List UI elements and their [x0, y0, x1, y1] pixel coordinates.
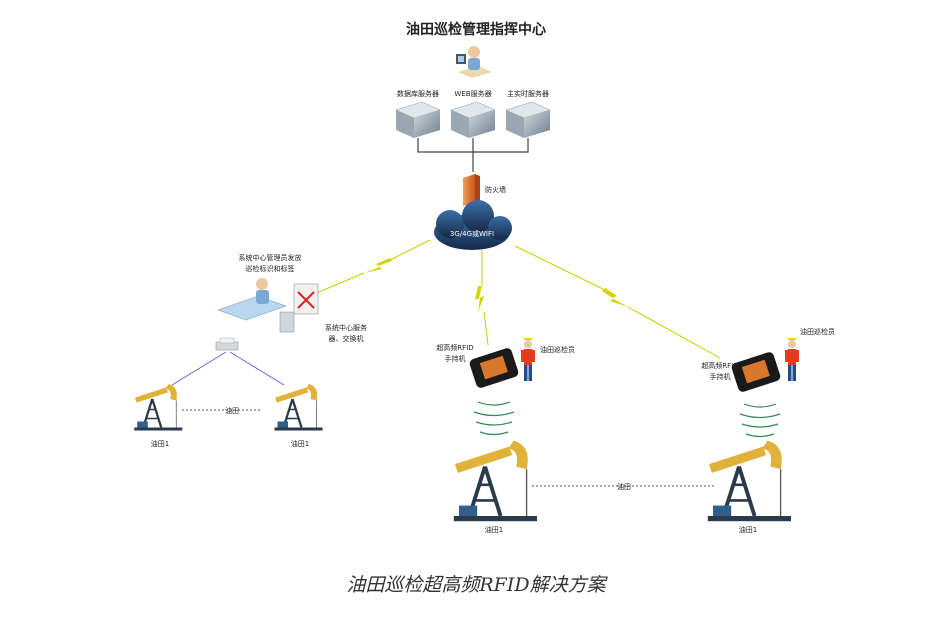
- handheld-right-icon: [730, 350, 782, 394]
- firewall-label: 防火墙: [485, 185, 506, 194]
- command-center-operator-icon: [456, 46, 492, 78]
- firewall-icon: [463, 174, 480, 206]
- network-cloud-icon: [434, 200, 512, 250]
- figure-caption: 油田巡检超高频RFID解决方案: [346, 574, 606, 596]
- cloud-label: 3G/4G或WIFI: [450, 229, 494, 238]
- handheld-left-label-line2: 手持机: [445, 354, 466, 363]
- inspector-right-label: 油田巡检员: [800, 327, 835, 336]
- big-oilfield-right-label: 油田1: [739, 525, 757, 534]
- link-to-oilfield-right: [229, 351, 285, 386]
- handheld-left-icon: [468, 346, 520, 390]
- diagram-title: 油田巡检管理指挥中心: [406, 21, 546, 38]
- inspector-right-icon: [785, 338, 799, 381]
- wireless-link-middle: [475, 250, 489, 346]
- small-oilfield-left-label: 油田1: [151, 439, 169, 448]
- realtime-server-icon: [505, 101, 551, 139]
- inspector-left-label: 油田巡检员: [540, 345, 575, 354]
- signal-waves-right-icon: [739, 403, 781, 438]
- big-oilfield-left-label: 油田1: [485, 525, 503, 534]
- wireless-link-right: [514, 245, 721, 359]
- server-label-web: WEB服务器: [454, 89, 491, 98]
- link-to-oilfield-left: [171, 351, 227, 386]
- web-server-icon: [450, 101, 496, 139]
- wireless-link-left: [299, 239, 431, 301]
- big-oilfield-mid-label: 油田: [617, 482, 631, 491]
- small-oilfield-right-label: 油田1: [291, 439, 309, 448]
- small-pumpjack-left-icon: [133, 382, 184, 432]
- server-label-database: 数据库服务器: [397, 89, 439, 98]
- small-oilfield-mid-label: 油田: [225, 406, 239, 415]
- signal-waves-left-icon: [473, 401, 515, 436]
- admin-label-line1: 系统中心管理员发放: [239, 253, 302, 262]
- inspector-left-icon: [521, 338, 535, 381]
- admin-workstation-icon: [217, 278, 287, 321]
- handheld-left-label-line1: 超高频RFID: [436, 343, 473, 352]
- handheld-right-label-line1: 超高频RFID: [701, 361, 738, 370]
- server-connection-lines: [417, 138, 529, 172]
- admin-label-line2: 巡检标识和标签: [246, 264, 295, 273]
- small-pumpjack-right-icon: [273, 382, 324, 432]
- center-server-label-line2: 器、交换机: [329, 334, 364, 343]
- server-label-realtime: 主实时服务器: [507, 89, 549, 98]
- handheld-right-label-line2: 手持机: [710, 372, 731, 381]
- center-server-label-line1: 系统中心服务: [325, 323, 367, 332]
- big-pumpjack-left-icon: [451, 438, 539, 524]
- database-server-icon: [395, 101, 441, 139]
- big-pumpjack-right-icon: [705, 438, 793, 524]
- center-switch-icon: [279, 283, 319, 333]
- rfid-writer-icon: [215, 337, 239, 351]
